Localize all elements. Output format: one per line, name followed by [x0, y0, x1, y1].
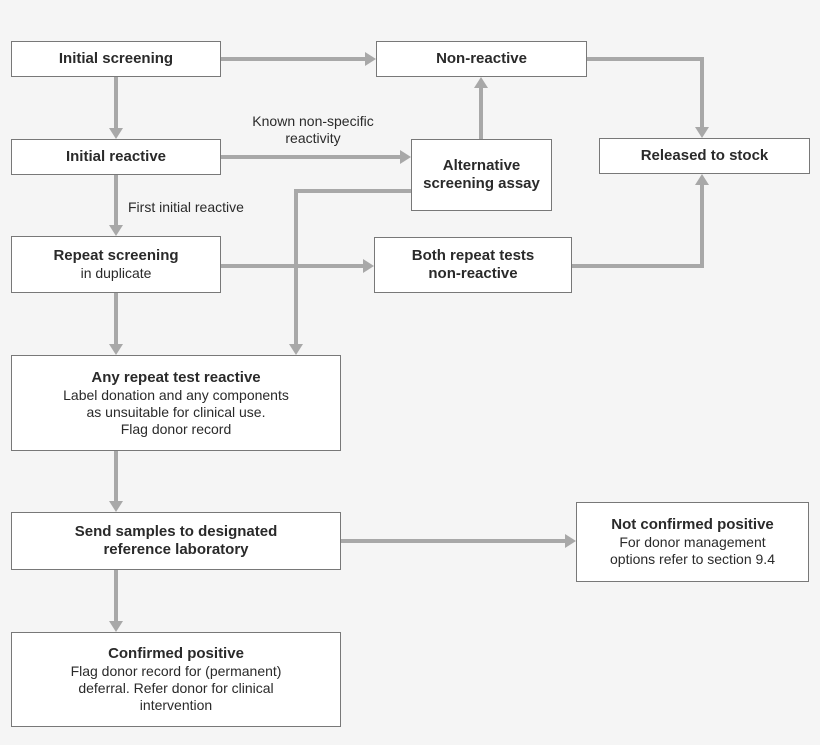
- arrow-non-reactive-elbow-vertical: [700, 57, 704, 127]
- node-initial-reactive-label: Initial reactive: [65, 148, 167, 165]
- node-alternative-screening-assay-label: Alternative screening assay: [423, 157, 540, 192]
- node-not-confirmed-positive-sublabel: For donor management options refer to se…: [610, 534, 775, 567]
- arrowhead-into-non-reactive: [365, 52, 376, 66]
- node-repeat-screening: Repeat screening in duplicate: [11, 236, 221, 293]
- node-confirmed-positive-label: Confirmed positive: [108, 645, 244, 662]
- node-any-repeat-test-reactive-label: Any repeat test reactive: [91, 368, 261, 386]
- arrowhead-into-alternative-assay: [400, 150, 411, 164]
- edge-label-first-initial-reactive: First initial reactive: [128, 199, 244, 215]
- node-both-repeat-tests-non-reactive-label: Both repeat tests non-reactive: [411, 247, 535, 282]
- arrow-send-samples-to-not-confirmed: [341, 539, 565, 543]
- arrow-both-repeat-elbow-horizontal: [572, 264, 704, 268]
- node-send-samples: Send samples to designated reference lab…: [11, 512, 341, 570]
- node-confirmed-positive-sublabel: Flag donor record for (permanent) deferr…: [70, 663, 282, 713]
- node-released-to-stock-label: Released to stock: [640, 147, 769, 164]
- arrow-repeat-screening-to-both-repeat: [221, 264, 363, 268]
- arrowhead-into-released-to-stock-top: [695, 127, 709, 138]
- edge-label-known-non-specific-reactivity: Known non-specific reactivity: [252, 113, 374, 146]
- arrowhead-into-initial-reactive: [109, 128, 123, 139]
- arrow-alternative-assay-to-non-reactive: [479, 88, 483, 139]
- node-alternative-screening-assay: Alternative screening assay: [411, 139, 552, 211]
- node-initial-screening-label: Initial screening: [58, 50, 174, 67]
- arrow-alternative-assay-elbow-horizontal: [294, 189, 411, 193]
- node-confirmed-positive: Confirmed positive Flag donor record for…: [11, 632, 341, 727]
- arrowhead-into-not-confirmed: [565, 534, 576, 548]
- arrow-any-repeat-to-send-samples: [114, 451, 118, 501]
- arrow-initial-screening-to-non-reactive: [221, 57, 365, 61]
- arrow-initial-reactive-to-alternative-assay: [221, 155, 400, 159]
- node-not-confirmed-positive-label: Not confirmed positive: [611, 516, 774, 533]
- arrow-non-reactive-elbow-horizontal: [587, 57, 704, 61]
- arrowhead-into-any-repeat-reactive-right: [289, 344, 303, 355]
- arrow-initial-screening-to-initial-reactive: [114, 77, 118, 128]
- node-not-confirmed-positive: Not confirmed positive For donor managem…: [576, 502, 809, 582]
- arrow-repeat-screening-to-any-repeat-reactive: [114, 293, 118, 344]
- arrowhead-into-repeat-screening: [109, 225, 123, 236]
- node-send-samples-label: Send samples to designated reference lab…: [74, 523, 278, 558]
- node-repeat-screening-sublabel: in duplicate: [80, 265, 152, 281]
- node-initial-screening: Initial screening: [11, 41, 221, 77]
- arrowhead-into-any-repeat-reactive-left: [109, 344, 123, 355]
- node-non-reactive: Non-reactive: [376, 41, 587, 77]
- node-released-to-stock: Released to stock: [599, 138, 810, 174]
- arrow-both-repeat-elbow-vertical: [700, 185, 704, 268]
- arrowhead-into-released-to-stock-bottom: [695, 174, 709, 185]
- node-both-repeat-tests-non-reactive: Both repeat tests non-reactive: [374, 237, 572, 293]
- node-initial-reactive: Initial reactive: [11, 139, 221, 175]
- node-any-repeat-test-reactive-sublabel: Label donation and any components as uns…: [63, 386, 289, 437]
- arrowhead-into-both-repeat: [363, 259, 374, 273]
- node-any-repeat-test-reactive: Any repeat test reactive Label donation …: [11, 355, 341, 451]
- arrow-send-samples-to-confirmed: [114, 570, 118, 621]
- arrow-initial-reactive-to-repeat-screening: [114, 175, 118, 225]
- arrowhead-into-send-samples: [109, 501, 123, 512]
- node-non-reactive-label: Non-reactive: [436, 50, 527, 67]
- arrowhead-into-confirmed: [109, 621, 123, 632]
- node-repeat-screening-label: Repeat screening: [53, 247, 179, 264]
- arrowhead-up-into-non-reactive: [474, 77, 488, 88]
